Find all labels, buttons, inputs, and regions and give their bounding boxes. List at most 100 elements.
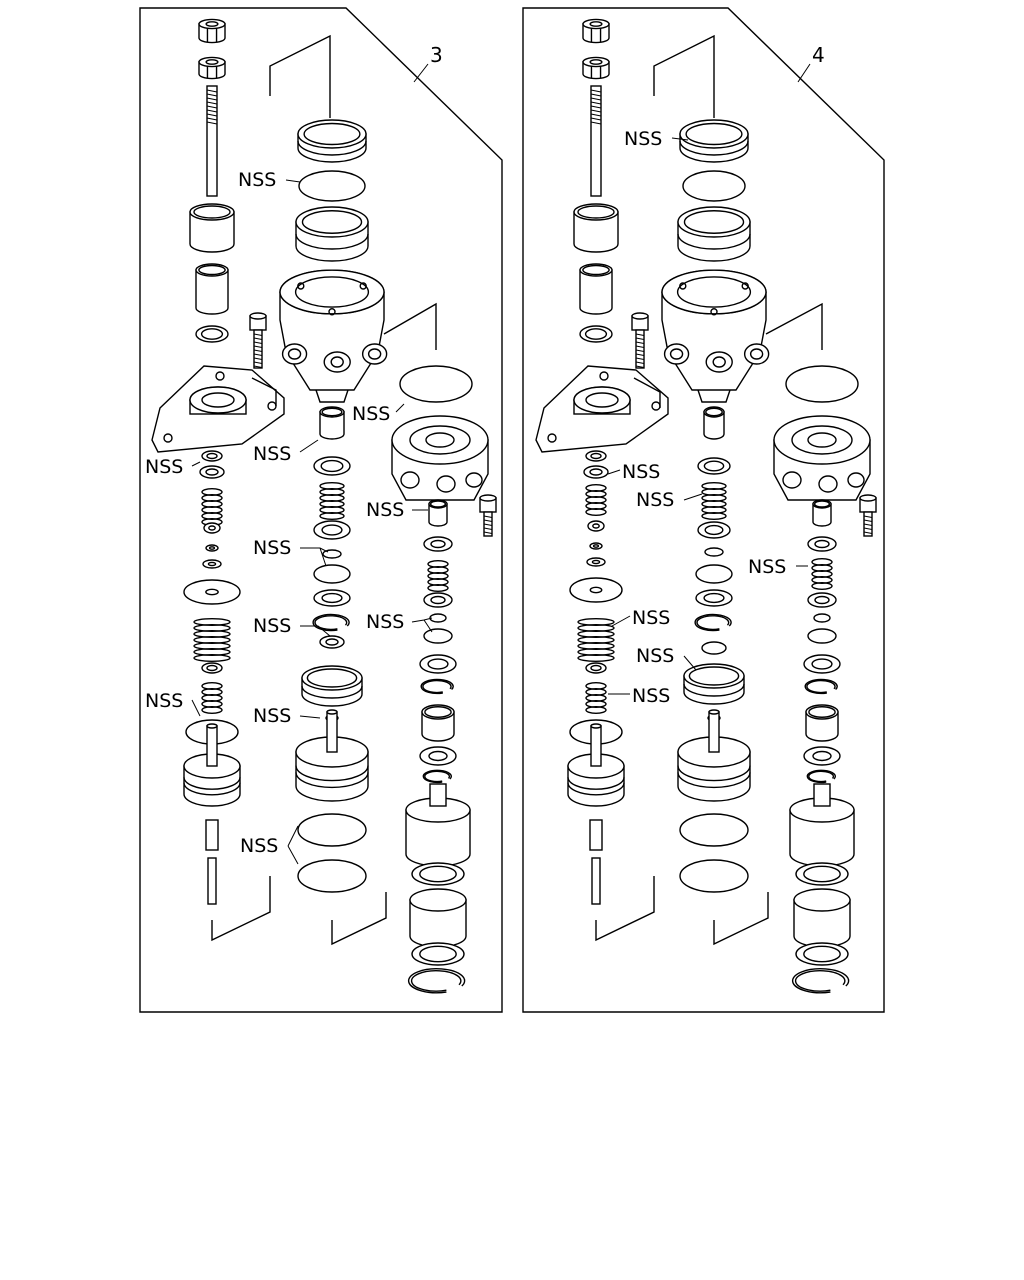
ring-part <box>419 654 457 674</box>
snap-ring-part <box>804 678 838 695</box>
nss-label: NSS <box>238 169 276 191</box>
ring-part <box>419 746 457 766</box>
cylinder-part <box>409 888 467 948</box>
nss-label: NSS <box>748 556 786 578</box>
panel-3: 3 NSS NSS NSS NSS NSS NSS NSS NSS NSS NS… <box>139 7 503 1013</box>
seal-cup-part <box>189 203 235 253</box>
ring-part <box>807 592 837 608</box>
flange-plate-part <box>535 365 669 453</box>
ring-part <box>313 589 351 607</box>
alignment-bracket <box>269 34 331 118</box>
ring-part <box>679 859 749 893</box>
piston-part <box>567 723 625 807</box>
ring-part <box>586 557 606 567</box>
ring-part <box>585 450 607 462</box>
panel-4-middle-stack <box>653 34 823 946</box>
nss-label: NSS <box>253 705 291 727</box>
ring-part <box>297 859 367 893</box>
spring-part <box>577 618 615 663</box>
valve-housing-part <box>279 269 388 403</box>
ring-part <box>203 522 221 534</box>
nut-part <box>582 18 610 44</box>
panel-4-left-stack <box>535 18 669 942</box>
ring-part <box>297 813 367 847</box>
nss-label: NSS <box>632 685 670 707</box>
seal-cup-part <box>679 119 749 163</box>
spring-part <box>201 682 223 715</box>
seal-cup-part <box>428 499 448 527</box>
cap-screw-part <box>249 312 267 369</box>
nut-part <box>582 56 610 80</box>
ring-part <box>313 564 351 584</box>
piston-part <box>183 723 241 807</box>
alignment-bracket <box>331 892 387 946</box>
ring-part <box>195 325 229 343</box>
seal-cup-part <box>703 406 725 440</box>
alignment-bracket <box>633 377 661 408</box>
snap-ring-part <box>420 678 454 695</box>
seal-cup-part <box>195 263 229 315</box>
panel-3-frame <box>139 7 503 1013</box>
seal-cup-part <box>579 263 613 315</box>
panel-3-right-stack <box>391 365 497 994</box>
ring-part <box>313 520 351 540</box>
ring-part <box>399 365 473 403</box>
ring-part <box>183 579 241 605</box>
seal-cup-part <box>421 704 455 742</box>
seal-cup-part <box>683 663 745 705</box>
ring-part <box>695 589 733 607</box>
nss-label: NSS <box>240 835 278 857</box>
valve-housing-part <box>661 269 770 403</box>
alignment-bracket <box>765 302 823 350</box>
rod-part <box>206 85 218 197</box>
seal-cup-part <box>319 406 345 440</box>
alignment-bracket <box>713 892 769 946</box>
nss-label: NSS <box>624 128 662 150</box>
seal-cup-part <box>573 203 619 253</box>
ring-part <box>695 564 733 584</box>
ring-part <box>298 170 366 202</box>
nss-label: NSS <box>636 645 674 667</box>
ring-part <box>199 465 225 479</box>
panel-3-middle-stack <box>269 34 437 946</box>
cover-housing-part <box>391 415 489 501</box>
spring-part <box>193 618 231 663</box>
nss-label: NSS <box>366 499 404 521</box>
ring-part <box>201 450 223 462</box>
ring-part <box>587 520 605 532</box>
panel-4: 4 NSS NSS NSS NSS NSS NSS NSS <box>522 7 885 1013</box>
ring-part <box>319 635 345 649</box>
panel-3-left-stack <box>151 18 285 942</box>
spring-part <box>811 558 833 591</box>
cap-screw-part <box>631 312 649 369</box>
spring-part <box>427 560 449 593</box>
ring-part <box>313 456 351 476</box>
snap-ring-part <box>806 769 836 784</box>
ring-part <box>579 325 613 343</box>
cylinder-part <box>789 797 855 867</box>
panel-4-callout: 4 <box>812 43 825 67</box>
ring-part <box>807 536 837 552</box>
ring-part <box>411 942 465 966</box>
snap-ring-part <box>422 769 452 784</box>
nss-label: NSS <box>622 461 660 483</box>
flange-plate-part <box>151 365 285 453</box>
cylinder-part <box>405 797 471 867</box>
ring-part <box>423 628 453 644</box>
ring-part <box>589 542 603 550</box>
ring-part <box>697 457 731 475</box>
ring-part <box>682 170 746 202</box>
nss-label: NSS <box>253 615 291 637</box>
ring-part <box>411 862 465 886</box>
alignment-bracket <box>595 876 655 942</box>
nss-label: NSS <box>352 403 390 425</box>
seal-cup-part <box>805 704 839 742</box>
ring-part <box>202 559 222 569</box>
ring-part <box>704 547 724 557</box>
seal-cup-part <box>295 206 369 262</box>
ring-part <box>803 746 841 766</box>
ring-part <box>795 862 849 886</box>
ring-part <box>201 662 223 674</box>
panel-4-right-stack <box>773 365 877 994</box>
ring-part <box>569 577 623 603</box>
